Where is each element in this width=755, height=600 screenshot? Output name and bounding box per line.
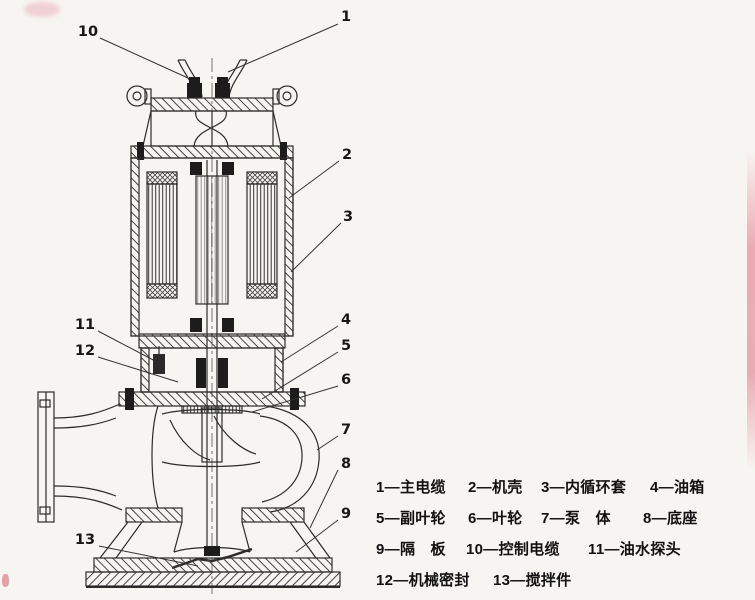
callout-5: 5 (340, 338, 352, 354)
legend-item: 1—主电缆 (376, 479, 446, 496)
legend-item: 2—机壳 (468, 479, 523, 496)
partition-plate (125, 507, 305, 523)
impeller (161, 407, 261, 468)
discharge-pipe (53, 403, 123, 511)
parts-legend: 1—主电缆 2—机壳 3—内循环套 4—油箱 5—副叶轮 6—叶轮 7—泵 体 … (376, 476, 752, 600)
callout-1: 1 (340, 9, 352, 25)
oil-water-probe (153, 346, 165, 374)
legend-row-2: 5—副叶轮 6—叶轮 7—泵 体 8—底座 (376, 507, 752, 538)
legend-row-1: 1—主电缆 2—机壳 3—内循环套 4—油箱 (376, 476, 752, 507)
callout-9: 9 (340, 506, 352, 522)
legend-item: 3—内循环套 (541, 479, 627, 496)
callout-11: 11 (74, 317, 96, 333)
callout-3: 3 (342, 209, 354, 225)
mechanical-seal (196, 358, 228, 388)
leader-lines (97, 23, 342, 567)
legend-item: 11—油水探头 (588, 541, 681, 558)
legend-item: 5—副叶轮 (376, 510, 446, 527)
stator-windings (146, 171, 278, 299)
base (85, 521, 341, 588)
motor-bottom-flange (138, 333, 286, 349)
legend-item: 10—控制电缆 (466, 541, 560, 558)
discharge-flange (37, 391, 55, 523)
upper-bearing (190, 162, 234, 175)
legend-item: 4—油箱 (650, 479, 705, 496)
legend-item: 12—机械密封 (376, 572, 470, 589)
rotor (195, 175, 229, 305)
legend-item: 9—隔 板 (376, 541, 446, 558)
legend-item: 13—搅拌件 (493, 572, 572, 589)
legend-item: 7—泵 体 (541, 510, 611, 527)
callout-12: 12 (74, 343, 96, 359)
callout-2: 2 (341, 147, 353, 163)
callout-13: 13 (74, 532, 96, 548)
callout-8: 8 (340, 456, 352, 472)
callout-10: 10 (77, 24, 99, 40)
callout-6: 6 (340, 372, 352, 388)
legend-row-4: 12—机械密封 13—搅拌件 (376, 569, 752, 600)
junction-housing (142, 110, 282, 147)
legend-item: 8—底座 (643, 510, 698, 527)
top-cover (126, 85, 298, 112)
lower-bearing (190, 318, 234, 332)
pump-body-volute (151, 405, 320, 513)
callout-4: 4 (340, 312, 352, 328)
legend-row-3: 9—隔 板 10—控制电缆 11—油水探头 (376, 538, 752, 569)
shaft (206, 160, 218, 556)
cable-glands (187, 77, 230, 98)
legend-item: 6—叶轮 (468, 510, 523, 527)
callout-7: 7 (340, 422, 352, 438)
